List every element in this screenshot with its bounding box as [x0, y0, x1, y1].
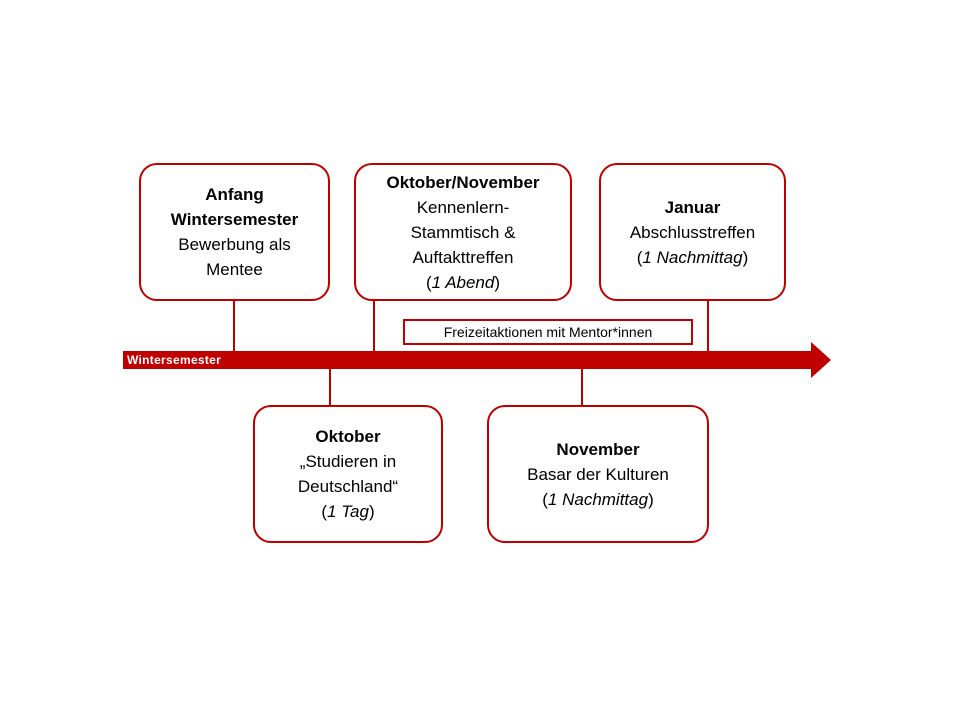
- event-description: Auftakttreffen: [412, 247, 514, 267]
- event-title: November: [556, 439, 640, 459]
- event-duration: (1 Nachmittag): [636, 247, 749, 267]
- connector-anfang: [233, 300, 235, 352]
- timeline-arrow-shaft: [123, 351, 813, 369]
- event-description: Basar der Kulturen: [527, 464, 669, 484]
- event-box-november: November Basar der Kulturen (1 Nachmitta…: [487, 405, 709, 543]
- timeline-arrow-head: [811, 342, 831, 378]
- connector-oktober-november: [373, 300, 375, 352]
- event-duration: (1 Tag): [321, 502, 375, 521]
- event-description: Kennenlern-: [416, 197, 510, 217]
- event-title: Oktober/November: [386, 172, 540, 192]
- event-duration: (1 Nachmittag): [542, 489, 654, 509]
- leisure-activities-box: Freizeitaktionen mit Mentor*innen: [403, 319, 693, 345]
- event-description: Abschlusstreffen: [629, 222, 756, 242]
- event-note: 1 Nachmittag: [547, 489, 649, 509]
- event-box-oktober: Oktober „Studieren in Deutschland“ (1 Ta…: [253, 405, 443, 543]
- event-description: „Studieren in: [299, 452, 397, 471]
- event-title: Oktober: [315, 427, 381, 446]
- connector-januar: [707, 300, 709, 352]
- event-box-januar: Januar Abschlusstreffen (1 Nachmittag): [599, 163, 786, 301]
- event-description: Deutschland“: [297, 477, 399, 496]
- event-note: 1 Abend: [431, 272, 495, 292]
- event-description: Mentee: [206, 260, 263, 279]
- event-title: Januar: [664, 197, 721, 217]
- event-description: Bewerbung als: [178, 235, 291, 254]
- event-box-anfang-wintersemester: Anfang Wintersemester Bewerbung als Ment…: [139, 163, 330, 301]
- event-description: Stammtisch &: [410, 222, 516, 242]
- timeline-label: Wintersemester: [127, 353, 222, 367]
- event-duration: (1 Abend): [425, 272, 501, 292]
- event-title: Wintersemester: [170, 210, 299, 229]
- event-box-oktober-november: Oktober/November Kennenlern- Stammtisch …: [354, 163, 572, 301]
- connector-oktober: [329, 368, 331, 406]
- event-note: 1 Nachmittag: [642, 247, 743, 267]
- event-note: 1 Tag: [327, 502, 369, 521]
- event-title: Anfang: [205, 185, 264, 204]
- connector-november: [581, 368, 583, 406]
